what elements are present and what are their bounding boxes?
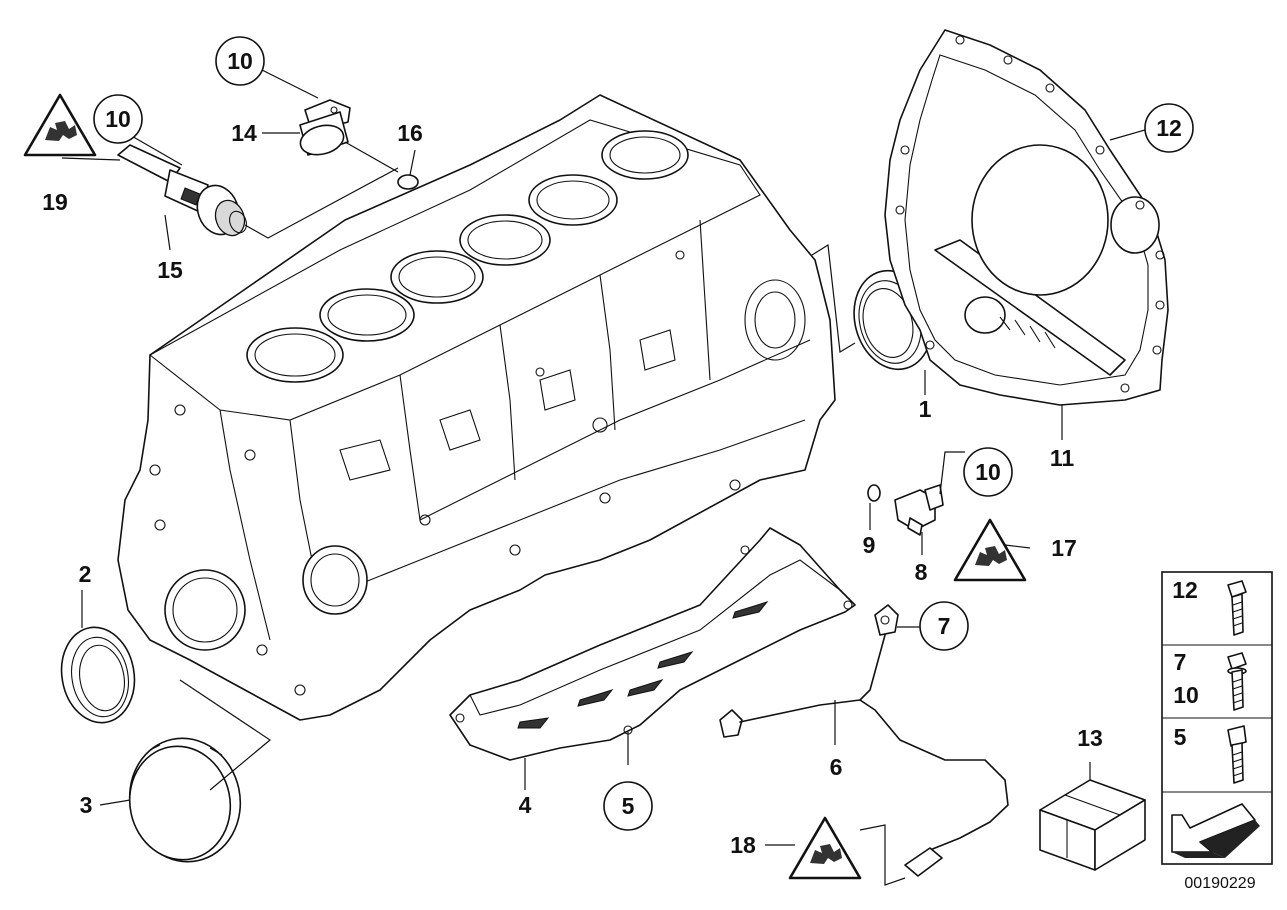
- screw-plug: [299, 99, 351, 156]
- leader-line: [811, 243, 856, 353]
- callout-5: 5: [622, 793, 635, 819]
- crankshaft-sensor: [894, 484, 944, 536]
- callout-10: 10: [105, 106, 131, 132]
- sealing-ring: [867, 484, 881, 502]
- leader-line: [244, 167, 399, 239]
- callout-2: 2: [79, 561, 92, 587]
- bolt-icon: [1227, 652, 1247, 711]
- callout-8: 8: [915, 559, 928, 585]
- callout-19: 19: [42, 189, 68, 215]
- leader-line: [179, 679, 272, 791]
- legend-label-5: 5: [1174, 724, 1187, 750]
- bolt-icon: [1227, 580, 1247, 636]
- callout-17: 17: [1051, 535, 1077, 561]
- catalog-number: 00190229: [1184, 875, 1255, 892]
- callout-4: 4: [519, 792, 532, 818]
- box-icon: [1039, 779, 1146, 871]
- o-ring: [397, 174, 419, 190]
- warning-triangle-icon: [788, 816, 862, 880]
- callout-14: 14: [231, 120, 257, 146]
- arrow-icon: [1171, 803, 1260, 858]
- cylinder-bores: [246, 130, 689, 383]
- legend-label-10: 10: [1173, 682, 1199, 708]
- rear-cover-plate: [884, 29, 1169, 406]
- callout-12: 12: [1156, 115, 1182, 141]
- solenoid-valve: [117, 144, 247, 237]
- leader-line: [859, 824, 906, 886]
- sealing-cover: [128, 737, 242, 863]
- fastener-legend: [1161, 571, 1273, 865]
- callout-18: 18: [730, 832, 756, 858]
- callout-15: 15: [157, 257, 183, 283]
- callout-6: 6: [830, 754, 843, 780]
- engine-block: [117, 94, 836, 721]
- callout-13: 13: [1077, 725, 1103, 751]
- crankshaft-seal-front: [60, 626, 136, 724]
- legend-label-12: 12: [1172, 577, 1198, 603]
- warning-triangle-icon: [953, 518, 1027, 582]
- callout-3: 3: [80, 792, 93, 818]
- knock-sensor-harness: [719, 604, 1009, 877]
- leader-line: [344, 141, 399, 173]
- callout-10: 10: [227, 48, 253, 74]
- callout-16: 16: [397, 120, 423, 146]
- leader-lines: [61, 69, 1146, 846]
- oil-baffle-plate: [449, 527, 856, 761]
- callout-9: 9: [863, 532, 876, 558]
- callout-11: 11: [1050, 445, 1075, 471]
- bolt-icon: [1227, 725, 1247, 784]
- legend-label-7: 7: [1174, 649, 1187, 675]
- callout-1: 1: [919, 396, 932, 422]
- warning-triangle-icon: [23, 93, 97, 157]
- callout-7: 7: [938, 613, 951, 639]
- callout-circles: [93, 36, 1194, 831]
- callout-10: 10: [975, 459, 1001, 485]
- callout-labels: 1 2 3 4 5 6 7 8 9 10 10 10 11 12 13 14 1…: [42, 48, 1255, 892]
